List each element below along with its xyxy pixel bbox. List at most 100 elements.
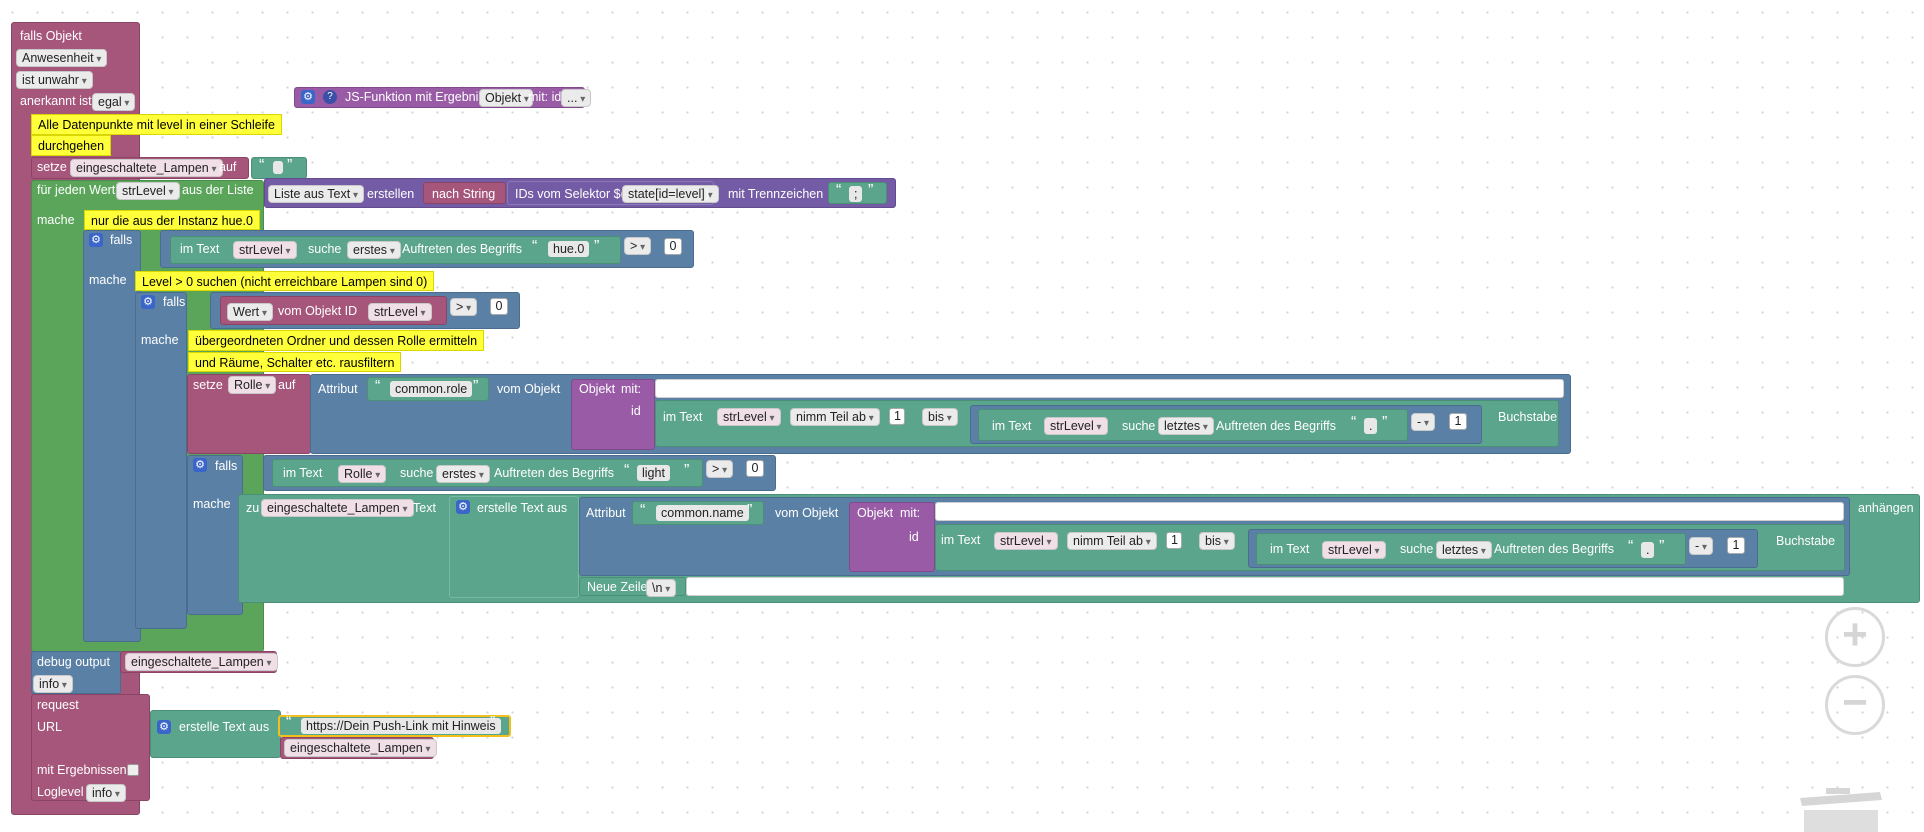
append-to-dropdown[interactable]: bis <box>1199 532 1235 550</box>
append-obj-label: Objekt <box>857 506 894 520</box>
if3-operator-dropdown[interactable]: > <box>706 460 734 478</box>
comment-parent-folder[interactable]: übergeordneten Ordner und dessen Rolle e… <box>188 330 485 351</box>
if3-value[interactable]: 0 <box>746 460 764 477</box>
by-string-block[interactable] <box>423 182 506 204</box>
append-minus-dropdown[interactable]: - <box>1689 537 1713 555</box>
set2-from-index[interactable]: 1 <box>889 408 905 425</box>
if2-prop-dropdown[interactable]: Wert <box>227 303 273 321</box>
append-minus-value[interactable]: 1 <box>1727 537 1745 554</box>
if3-term-value[interactable]: light <box>637 465 670 481</box>
append-from-index[interactable]: 1 <box>1166 532 1182 549</box>
comment-hue-instance[interactable]: nur die aus der Instanz hue.0 <box>84 210 260 230</box>
delimiter-value[interactable]: ; <box>849 186 863 202</box>
request-create-text-block[interactable] <box>150 710 281 758</box>
set2-term-value[interactable]: . <box>1364 418 1378 434</box>
set2-var2-dropdown[interactable]: strLevel <box>717 408 781 426</box>
newline-dropdown[interactable]: \n <box>646 579 677 597</box>
if2-var-dropdown[interactable]: strLevel <box>368 303 432 321</box>
set2-var3-dropdown[interactable]: strLevel <box>1044 417 1108 435</box>
comment-loop-2[interactable]: durchgehen <box>31 135 112 156</box>
selector-field[interactable]: state[id=level] <box>622 185 719 203</box>
loglevel-dropdown[interactable]: info <box>86 784 126 802</box>
append-mode-dropdown[interactable]: letztes <box>1436 541 1492 559</box>
request-var-dropdown[interactable]: eingeschaltete_Lampen <box>284 739 437 757</box>
object-socket-role[interactable] <box>655 379 1564 398</box>
set-variable-dropdown[interactable]: eingeschaltete_Lampen <box>70 159 223 177</box>
request-gear-icon[interactable]: ⚙ <box>157 720 171 734</box>
set2-minus-dropdown[interactable]: - <box>1411 413 1435 431</box>
set2-minus-value[interactable]: 1 <box>1449 413 1467 430</box>
set-to-label: auf <box>219 160 237 174</box>
set2-quote-close: ” <box>473 378 479 395</box>
append-var-dropdown[interactable]: eingeschaltete_Lampen <box>261 499 414 517</box>
create-text-block[interactable] <box>449 496 579 598</box>
set2-attr-label: Attribut <box>318 382 358 396</box>
if1-term-value[interactable]: hue.0 <box>548 241 590 257</box>
loop-variable-dropdown[interactable]: strLevel <box>116 182 180 200</box>
if1-operator-dropdown[interactable]: > <box>624 237 652 255</box>
if1-quote-open: “ <box>532 238 538 255</box>
if-block-light[interactable] <box>187 455 243 615</box>
append-text-label: Text <box>413 501 436 515</box>
set2-attr-value[interactable]: common.role <box>390 381 473 397</box>
set2-to-dropdown[interactable]: bis <box>922 408 958 426</box>
empty-string-value[interactable] <box>273 161 283 174</box>
help-icon[interactable]: ? <box>323 90 337 104</box>
append-attr-value[interactable]: common.name <box>656 505 749 521</box>
if1-quote-close: ” <box>594 238 600 255</box>
zoom-in-icon[interactable]: + <box>1825 607 1885 667</box>
append-from-obj-label: vom Objekt <box>775 506 839 520</box>
object-socket-name[interactable] <box>935 502 1844 521</box>
selector-close: ) <box>705 187 710 201</box>
url-value[interactable]: https://Dein Push-Link mit Hinweis <box>301 718 501 734</box>
object-block-role[interactable] <box>571 379 655 450</box>
create-text-label: erstelle Text aus <box>477 501 568 515</box>
if2-operator-dropdown[interactable]: > <box>450 298 478 316</box>
trigger-condition-dropdown[interactable]: ist unwahr <box>16 71 93 89</box>
js-function-more[interactable]: ... <box>561 89 592 107</box>
if2-value[interactable]: 0 <box>490 298 508 315</box>
if2-gear-icon[interactable]: ⚙ <box>141 295 155 309</box>
append-var3-dropdown[interactable]: strLevel <box>1322 541 1386 559</box>
results-checkbox[interactable] <box>127 764 139 776</box>
trash-icon[interactable] <box>1796 784 1886 832</box>
if1-falls: falls <box>110 233 133 247</box>
append-take-dropdown[interactable]: nimm Teil ab <box>1067 532 1157 550</box>
append-term-quote-close: ” <box>1659 538 1665 555</box>
debug-var-dropdown[interactable]: eingeschaltete_Lampen <box>125 653 278 671</box>
if-block-instance[interactable] <box>83 230 141 642</box>
set2-mode-dropdown[interactable]: letztes <box>1158 417 1214 435</box>
trigger-object-dropdown[interactable]: Anwesenheit <box>16 49 108 67</box>
comment-loop[interactable]: Alle Datenpunkte mit level in einer Schl… <box>31 114 282 135</box>
create-text-gear-icon[interactable]: ⚙ <box>456 500 470 514</box>
object-block-name[interactable] <box>849 502 935 572</box>
set2-take-dropdown[interactable]: nimm Teil ab <box>790 408 880 426</box>
set2-var-dropdown[interactable]: Rolle <box>228 376 277 394</box>
append-in-text2: im Text <box>1270 542 1310 556</box>
ack-dropdown[interactable]: egal <box>92 93 136 111</box>
newline-socket[interactable] <box>686 577 1844 596</box>
quote-open: “ <box>259 157 265 174</box>
debug-level-dropdown[interactable]: info <box>33 675 73 693</box>
if-block-level[interactable] <box>135 292 187 629</box>
list-create-label: erstellen <box>367 187 415 201</box>
if3-gear-icon[interactable]: ⚙ <box>193 458 207 472</box>
if1-var-dropdown[interactable]: strLevel <box>233 241 297 259</box>
if3-var-dropdown[interactable]: Rolle <box>338 465 387 483</box>
url-label: URL <box>37 720 63 734</box>
list-mode-dropdown[interactable]: Liste aus Text <box>268 185 365 203</box>
append-term-value[interactable]: . <box>1641 542 1655 558</box>
if1-value[interactable]: 0 <box>664 238 682 255</box>
comment-parent-folder-2[interactable]: und Räume, Schalter etc. rausfiltern <box>188 352 402 372</box>
if3-quote-close: ” <box>684 462 690 479</box>
set2-find-label: suche <box>1122 419 1156 433</box>
if1-mode-dropdown[interactable]: erstes <box>347 241 401 259</box>
zoom-out-icon[interactable]: − <box>1825 675 1885 735</box>
js-function-type-dropdown[interactable]: Objekt <box>479 89 533 107</box>
from-list-label: aus der Liste <box>182 183 254 197</box>
if3-mode-dropdown[interactable]: erstes <box>436 465 490 483</box>
gear-icon[interactable]: ⚙ <box>301 90 315 104</box>
append-var2-dropdown[interactable]: strLevel <box>994 532 1058 550</box>
comment-level-search[interactable]: Level > 0 suchen (nicht erreichbare Lamp… <box>135 271 435 291</box>
if-gear-icon[interactable]: ⚙ <box>89 233 103 247</box>
